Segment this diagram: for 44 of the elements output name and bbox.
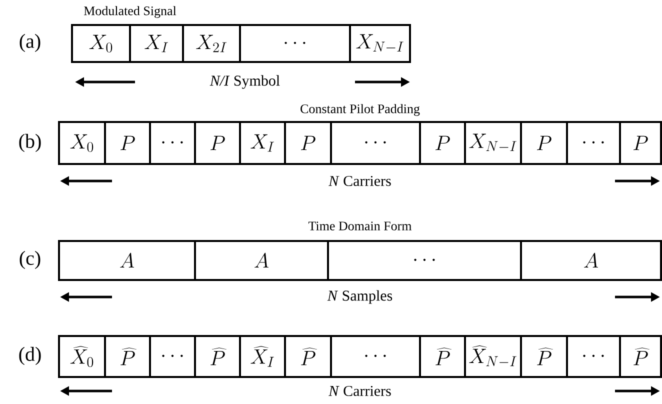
carrier-cell: $X_{N-I}$	[349, 24, 411, 63]
panel-label: (a)	[20, 34, 40, 52]
carrier-cell: $\widehat{P}$	[194, 334, 241, 378]
carrier-cell: $\widehat{P}$	[104, 334, 151, 378]
carrier-cell: $\widehat{P}$	[520, 334, 568, 378]
span-label: N/I Symbol	[208, 74, 282, 90]
carrier-cell: $\widehat{P}$	[419, 334, 466, 378]
carrier-cell: $P$	[619, 121, 662, 165]
carrier-cell: $P$	[284, 121, 332, 165]
carrier-cell: $X_{2I}$	[182, 24, 241, 63]
span-label: N Carriers	[328, 384, 392, 398]
carrier-cell: $X_{0}$	[71, 24, 131, 63]
carrier-cell: $P$	[194, 121, 241, 165]
carrier-cell: $\widehat{P}$	[619, 334, 662, 378]
panel-label: (c)	[20, 250, 40, 270]
carrier-cell: $\cdots$	[566, 334, 621, 378]
carrier-cell: $P$	[520, 121, 568, 165]
carrier-cell: $\cdots$	[566, 121, 621, 165]
carrier-cell: $\cdots$	[239, 24, 351, 63]
carrier-cell: $\cdots$	[149, 121, 196, 165]
carrier-cell: $\widehat{P}$	[284, 334, 332, 378]
carrier-cell: $\cdots$	[149, 334, 196, 378]
carrier-cell: $A$	[58, 240, 196, 281]
carrier-cell: $\cdots$	[330, 334, 421, 378]
span-label: N Samples	[326, 289, 394, 305]
carrier-cell: $A$	[194, 240, 329, 281]
span-label: N Carriers	[328, 174, 392, 188]
carrier-cell: $X_{0}$	[58, 121, 106, 165]
panel-label: (b)	[19, 134, 41, 152]
carrier-cell: $\widehat{X}_{N-I}$	[464, 334, 522, 378]
panel-label: (d)	[19, 346, 41, 366]
panel-title: Constant Pilot Padding	[300, 104, 420, 116]
carrier-cell: $P$	[104, 121, 151, 165]
carrier-cell: $\widehat{X}_{0}$	[58, 334, 106, 378]
panel-title: Modulated Signal	[84, 6, 176, 18]
carrier-cell: $P$	[419, 121, 466, 165]
carrier-cell: $X_{I}$	[129, 24, 184, 63]
carrier-cell: $\cdots$	[330, 121, 421, 165]
carrier-cell: $\widehat{X}_{I}$	[239, 334, 286, 378]
panel-title: Time Domain Form	[308, 222, 412, 230]
carrier-cell: $\cdots$	[327, 240, 522, 281]
carrier-cell: $A$	[520, 240, 662, 281]
carrier-cell: $X_{N-I}$	[464, 121, 522, 165]
carrier-cell: $X_{I}$	[239, 121, 286, 165]
